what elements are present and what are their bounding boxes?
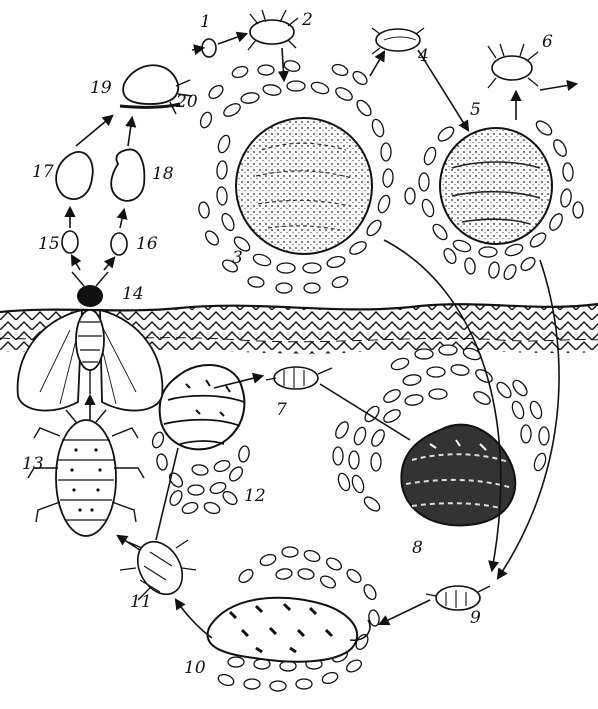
label-18: 18 bbox=[152, 166, 174, 183]
label-12: 12 bbox=[244, 488, 266, 505]
cocoon-17 bbox=[56, 152, 93, 199]
female-8-body bbox=[401, 425, 515, 526]
larva-4 bbox=[372, 28, 424, 54]
label-1: 1 bbox=[200, 14, 211, 31]
egg-16 bbox=[111, 233, 127, 255]
label-11: 11 bbox=[130, 594, 152, 611]
label-14: 14 bbox=[122, 286, 144, 303]
larva-6 bbox=[488, 44, 538, 88]
label-9: 9 bbox=[470, 610, 481, 627]
label-20: 20 bbox=[176, 94, 198, 111]
larva-2 bbox=[248, 10, 298, 50]
label-2: 2 bbox=[302, 12, 313, 29]
label-13: 13 bbox=[22, 456, 44, 473]
label-7: 7 bbox=[276, 402, 287, 419]
label-17: 17 bbox=[32, 164, 54, 181]
female-3-body bbox=[236, 118, 372, 254]
female-5-body bbox=[440, 128, 552, 244]
label-19: 19 bbox=[90, 80, 112, 97]
larva-9 bbox=[426, 586, 490, 610]
nymph-13 bbox=[28, 410, 144, 536]
female-10-body bbox=[208, 598, 370, 662]
label-16: 16 bbox=[136, 236, 158, 253]
label-4: 4 bbox=[418, 48, 429, 65]
egg-15 bbox=[62, 231, 78, 253]
egg-1 bbox=[202, 39, 216, 57]
label-6: 6 bbox=[542, 34, 553, 51]
cocoon-18 bbox=[111, 149, 144, 200]
female-12-body bbox=[160, 365, 245, 449]
label-10: 10 bbox=[184, 660, 206, 677]
label-8: 8 bbox=[412, 540, 423, 557]
label-5: 5 bbox=[470, 102, 481, 119]
label-15: 15 bbox=[38, 236, 60, 253]
label-3: 3 bbox=[232, 250, 243, 267]
